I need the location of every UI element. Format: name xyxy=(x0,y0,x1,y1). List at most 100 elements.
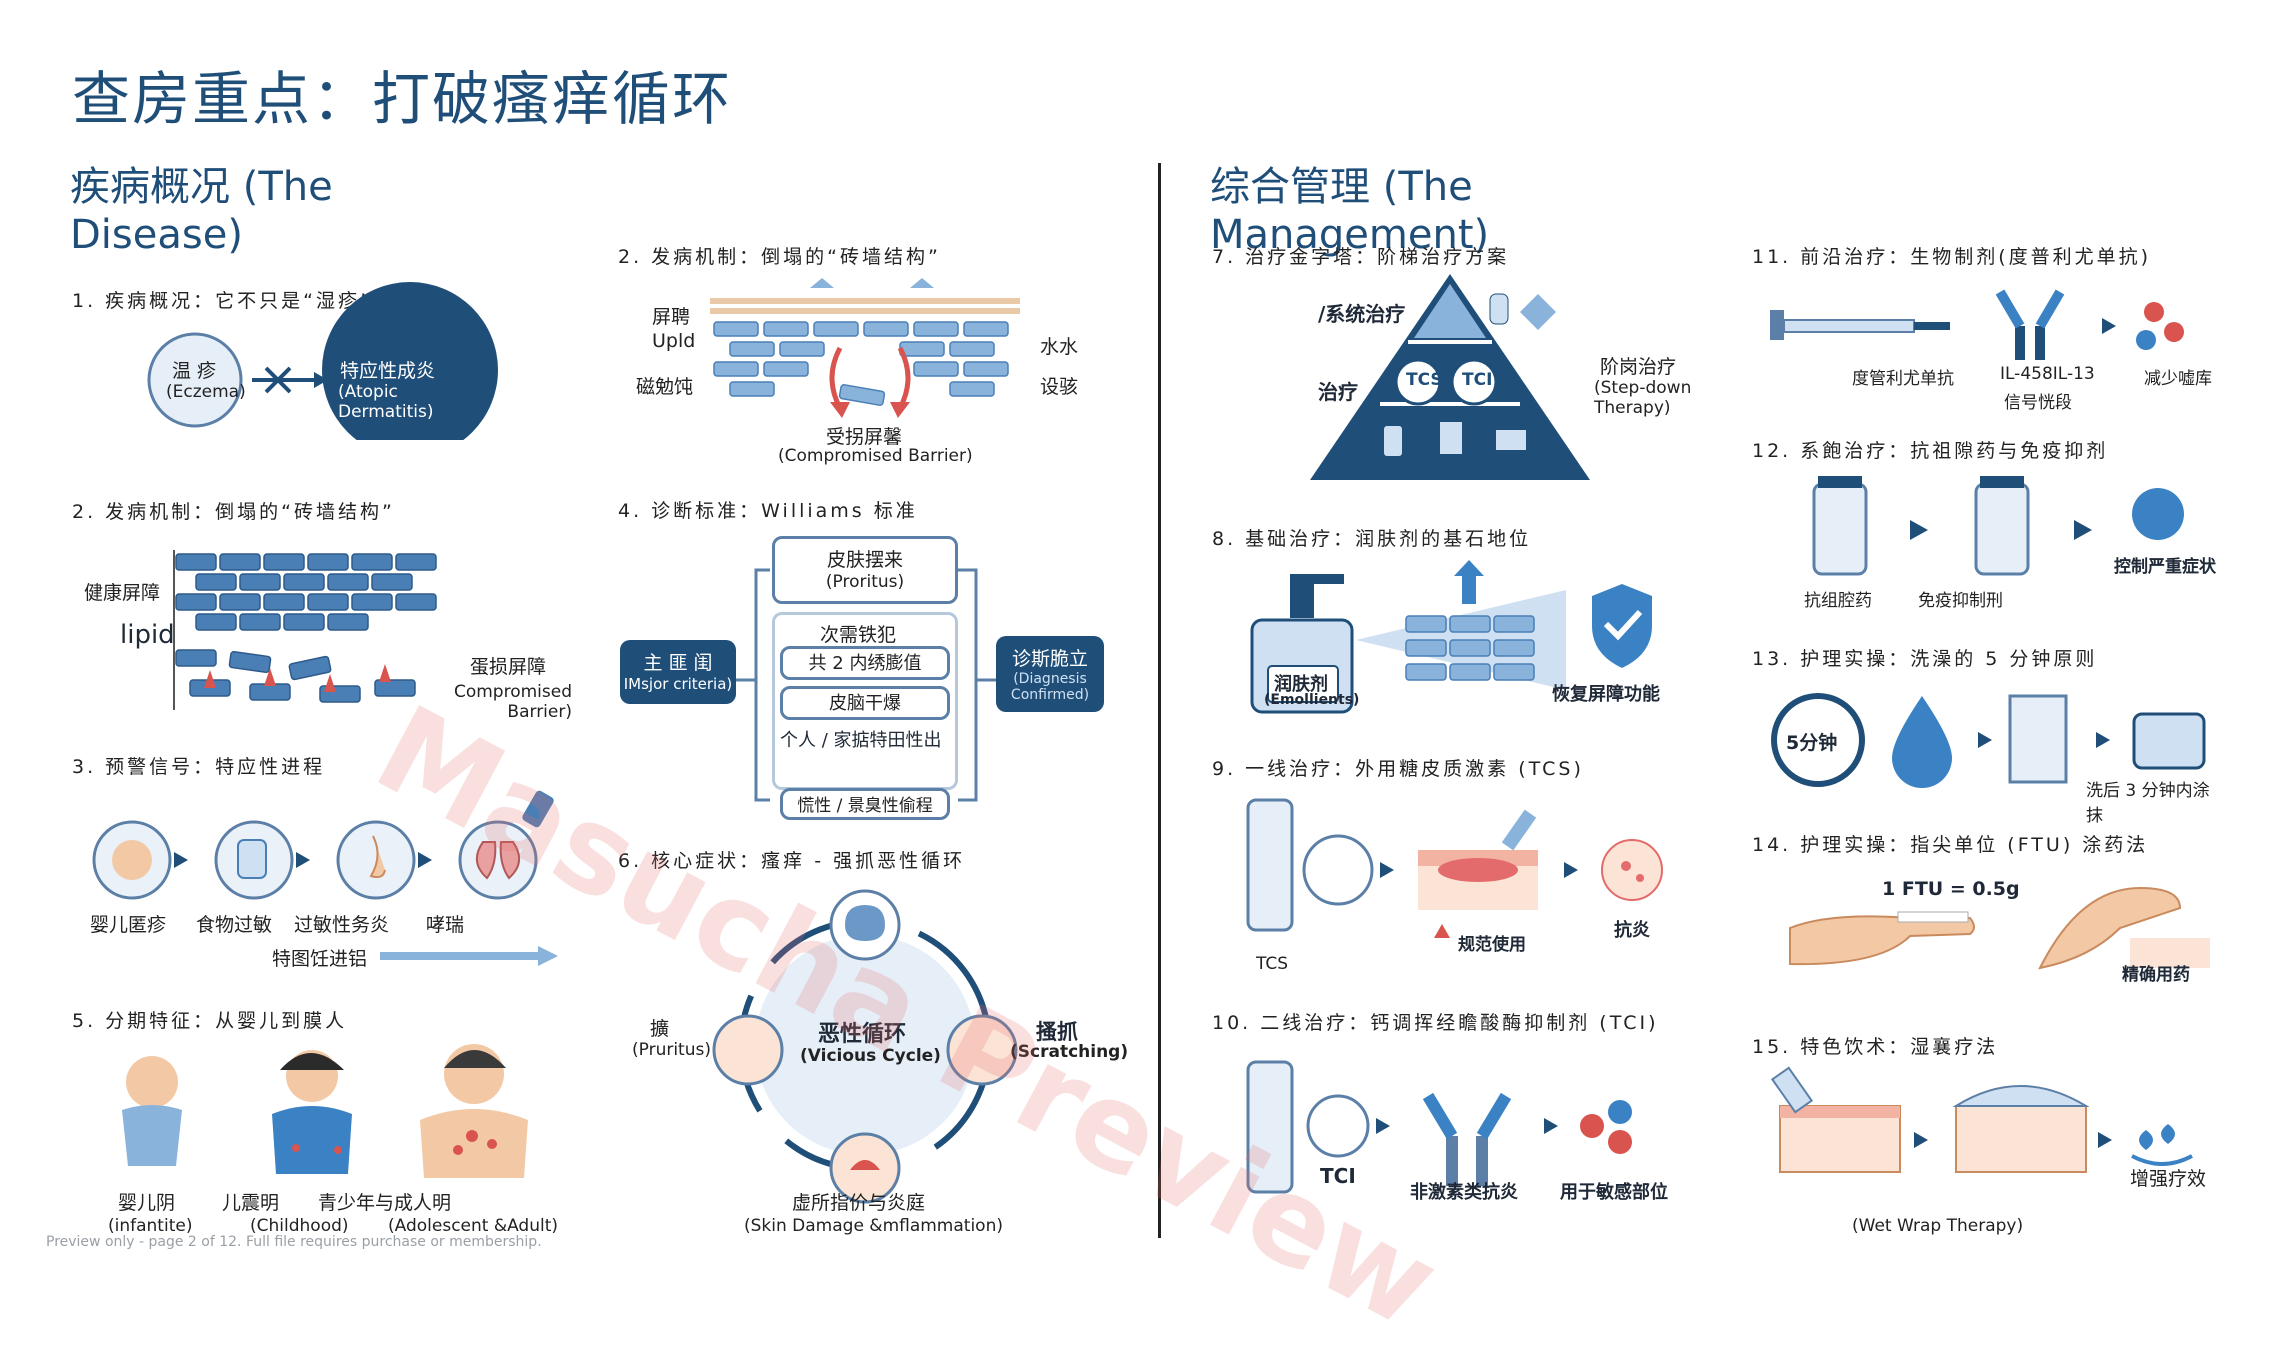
section-3-heading: 3. 预警信号：特应性进程 xyxy=(72,756,326,778)
stage-3-label: 青少年与成人明 xyxy=(318,1192,452,1214)
emollient-label: 润肤剂 xyxy=(1274,674,1328,695)
section-13-heading: 13. 护理实操：洗澡的 5 分钟原则 xyxy=(1752,648,2098,670)
criterion-pruritus-box: 皮肤摆来 (Proritus) xyxy=(772,536,958,604)
immunosuppressant-label: 免疫抑制刑 xyxy=(1918,591,2003,611)
march-item-4: 哮瑞 xyxy=(426,914,465,936)
il-signal-label: 信号恍段 xyxy=(2004,393,2072,413)
il-label: IL-458IL-13 xyxy=(2000,364,2095,384)
section-15-heading: 15. 特色饮术：湿襄疗法 xyxy=(1752,1036,1999,1058)
tci-label: TCI xyxy=(1320,1164,1356,1188)
minor-criteria-label: 次需铁犯 xyxy=(820,624,897,646)
major-criteria-label: 主 匪 闺 xyxy=(643,652,713,674)
tcs-warning-label: 规范使用 xyxy=(1458,935,1526,955)
criterion-chronic: 慌性 / 景臭性偷程 xyxy=(780,788,950,820)
healthy-barrier-label: 健康屏障 xyxy=(84,582,161,604)
five-minute-label: 5分钟 xyxy=(1786,732,1838,754)
ftu-value-label: 1 FTU = 0.5g xyxy=(1882,878,2020,900)
criterion-pruritus-en-label: (Proritus) xyxy=(825,572,905,592)
major-criteria-en-label: IMsjor criteria) xyxy=(623,675,733,693)
vicious-cycle-diagram xyxy=(712,889,1018,1204)
minor-criteria-count: 共 2 内绣膨值 xyxy=(780,646,950,680)
cycle-bottom-en-label: (Skin Damage &mflammation) xyxy=(744,1216,1003,1236)
cycle-pruritus-label: 擴 xyxy=(650,1018,670,1040)
major-criteria-box: 主 匪 闺 IMsjor criteria) xyxy=(620,640,736,704)
age-stages-illustration xyxy=(122,1044,528,1178)
non-steroid-label: 非激素类抗炎 xyxy=(1410,1182,1518,1203)
section-12-heading: 12. 系飽治疗：抗祖隙药与免疫抑剂 xyxy=(1752,440,2109,462)
treatment-pyramid xyxy=(1310,274,1590,480)
sensitive-area-label: 用于敏感部位 xyxy=(1560,1182,1668,1203)
diagnosis-en-label: (Diagnesis Confirmed) xyxy=(1010,671,1090,703)
biologic-illustration xyxy=(1770,289,2184,360)
brick-right-label-1: 水水 xyxy=(1040,336,1079,358)
precise-dosing-label: 精确用药 xyxy=(2122,965,2190,985)
tcs-label: TCS xyxy=(1256,954,1289,974)
brick-bottom-en-label: (Compromised Barrier) xyxy=(778,446,973,466)
section-9-heading: 9. 一线治疗：外用糖皮质激素 (TCS) xyxy=(1212,758,1584,780)
progress-label: 特图饪进铝 xyxy=(272,948,368,970)
cycle-pruritus-en-label: (Pruritus) xyxy=(632,1040,711,1060)
column-divider xyxy=(1158,163,1161,1238)
section-1-heading: 1. 疾病概况：它不只是“湿疹” xyxy=(72,290,373,312)
ad-label: 特应性成炎 xyxy=(340,360,436,382)
section-11-heading: 11. 前沿治疗：生物制剂(度普利尤单抗) xyxy=(1752,246,2152,268)
enhanced-effect-label: 增强疗效 xyxy=(2130,1168,2207,1190)
section-2a-heading: 2. 发病机制：倒塌的“砖墙结构” xyxy=(72,501,395,523)
section-7-heading: 7. 治疗金字塔：阶梯治疗方案 xyxy=(1212,246,1510,268)
brick-left-label-2: Upld xyxy=(652,330,696,352)
diagnosis-label: 诊斯脆立 xyxy=(1011,648,1088,670)
eczema-label: 温 疹 xyxy=(172,360,217,382)
emollient-illustration xyxy=(1250,560,1652,714)
criterion-history: 个人 / 家掂特田性出 xyxy=(780,730,942,751)
brick-bottom-label: 受拐屏馨 xyxy=(826,426,903,448)
damaged-barrier-label: 蛋损屏障 xyxy=(470,656,547,678)
cycle-center-en-label: (Vicious Cycle) xyxy=(800,1046,941,1066)
antihistamine-label: 抗组腔药 xyxy=(1804,591,1872,611)
progress-arrow xyxy=(380,946,558,966)
ad-en-label: (Atopic Dermatitis) xyxy=(338,382,434,422)
pyramid-tci-label: TCI xyxy=(1462,370,1493,390)
stage-2-label: 儿震明 xyxy=(222,1192,280,1214)
eczema-vs-ad-diagram xyxy=(147,282,498,440)
brick-right-label-2: 设骇 xyxy=(1040,376,1079,398)
criterion-dry-skin: 皮脑干爆 xyxy=(780,686,950,720)
wet-wrap-label: (Wet Wrap Therapy) xyxy=(1852,1216,2024,1236)
pyramid-tcs-label: TCS xyxy=(1406,370,1443,390)
right-column-heading: 综合管理 (The Management) xyxy=(1210,164,1490,258)
systemic-therapy-illustration xyxy=(1812,476,2184,576)
cycle-center-label: 恶性循环 xyxy=(818,1022,907,1047)
tci-illustration xyxy=(1246,1060,1632,1194)
brick-left-label-1: 屏聘 xyxy=(652,306,691,328)
section-8-heading: 8. 基础治疗：润肤剂的基石地位 xyxy=(1212,528,1532,550)
cycle-scratching-en-label: (Scratching) xyxy=(1010,1042,1129,1062)
page-title: 查房重点：打破瘙痒循环 xyxy=(72,65,733,133)
pyramid-systemic-label: /系统治疗 xyxy=(1318,302,1406,326)
stage-1-en-label: (infantite) xyxy=(108,1216,193,1236)
lipid-label: lipid xyxy=(120,620,175,650)
apply-after-label: 洗后 3 分钟内涂抹 xyxy=(2086,781,2210,826)
step-down-en-label: (Step-down Therapy) xyxy=(1594,378,1692,418)
left-column-heading: 疾病概况 (The Disease) xyxy=(70,164,333,258)
section-14-heading: 14. 护理实操：指尖单位 (FTU) 涂药法 xyxy=(1752,834,2149,856)
section-5-heading: 5. 分期特征：从婴儿到膜人 xyxy=(72,1010,348,1032)
reduce-label: 减少嘘库 xyxy=(2144,369,2212,389)
section-10-heading: 10. 二线治疗：钙调挥经瞻酸酶抑制剂 (TCI) xyxy=(1212,1012,1659,1034)
brick-wall-barrier-diagram xyxy=(710,278,1020,418)
diagnosis-confirmed-box: 诊斯脆立 (Diagnesis Confirmed) xyxy=(996,636,1104,712)
march-item-2: 食物过敏 xyxy=(196,914,273,936)
stage-3-en-label: (Adolescent &Adult) xyxy=(388,1216,559,1236)
cycle-scratching-label: 搔抓 xyxy=(1036,1020,1078,1044)
march-item-1: 婴儿匿疹 xyxy=(90,914,167,936)
stage-2-en-label: (Childhood) xyxy=(250,1216,349,1236)
anti-inflammatory-label: 抗炎 xyxy=(1614,920,1650,941)
section-2b-heading: 2. 发病机制：倒塌的“砖墙结构” xyxy=(618,246,941,268)
march-item-3: 过敏性务炎 xyxy=(294,914,390,936)
step-down-label: 阶岗治疗 xyxy=(1600,356,1677,378)
brick-wall-healthy-damaged xyxy=(173,550,437,710)
dupilumab-label: 度管利尤单抗 xyxy=(1852,369,1954,389)
eczema-en-label: (Eczema) xyxy=(166,382,246,402)
criterion-pruritus-label: 皮肤摆来 xyxy=(826,549,903,571)
preview-footer: Preview only - page 2 of 12. Full file r… xyxy=(46,1234,542,1250)
criteria-connectors xyxy=(736,568,998,802)
wet-wrap-illustration xyxy=(1770,1066,2193,1173)
